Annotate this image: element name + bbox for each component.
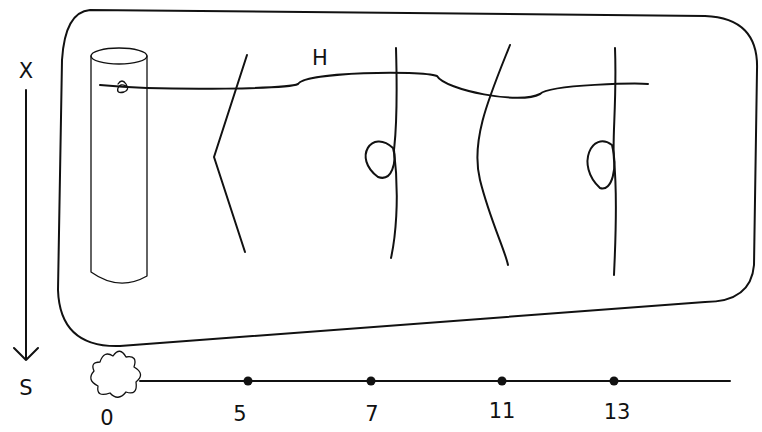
axis-label: S [19,378,32,399]
tick-label: 0 [100,408,113,429]
tick-label: 13 [604,402,631,423]
curve-label: H [312,48,328,69]
curve [477,45,510,265]
tick-label: 7 [365,404,378,425]
number-line [140,380,730,382]
loop [588,141,615,188]
tick-dots [244,377,619,386]
axis-line [14,90,38,360]
loop [366,141,395,177]
tick-label: 11 [489,401,516,422]
cylinder [91,48,147,283]
tick-label: 5 [233,404,246,425]
star-shape [91,351,141,397]
outer-region [58,10,757,346]
curve [214,55,247,252]
axis-label: X [19,61,33,82]
wavy-line [100,73,648,98]
